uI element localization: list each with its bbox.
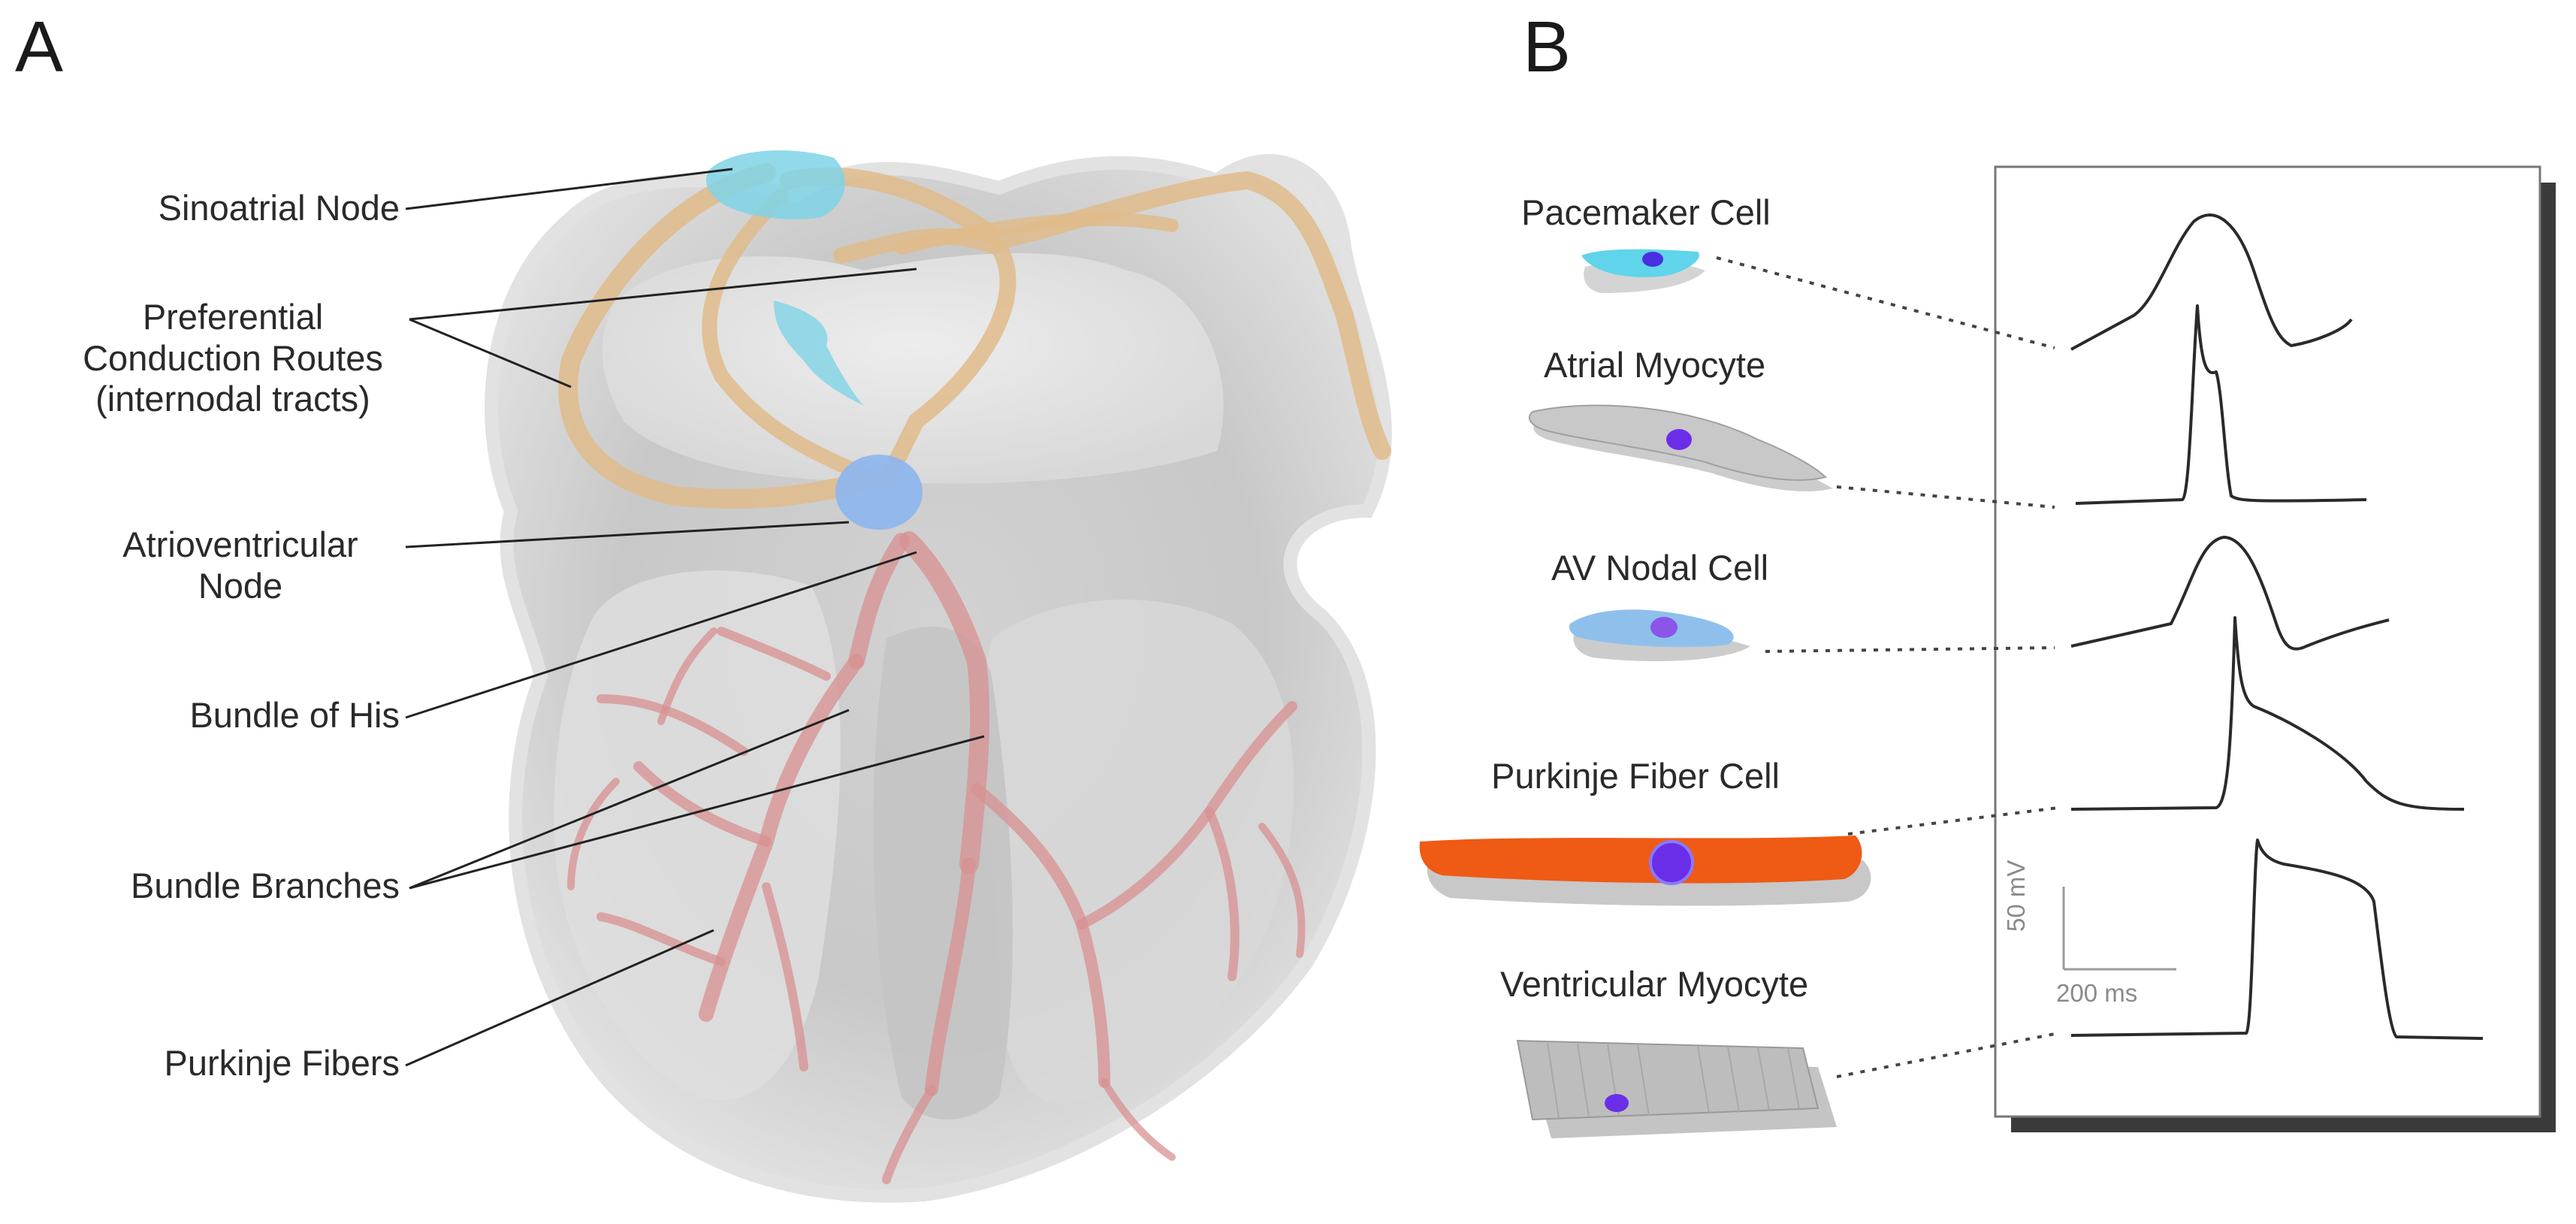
ventricular-cell bbox=[1516, 1039, 1837, 1138]
label-bundle-of-his: Bundle of His bbox=[189, 695, 400, 735]
sa-extension-shape bbox=[774, 301, 864, 406]
label-preferential-routes: Preferential Conduction Routes (internod… bbox=[60, 297, 406, 420]
purkinje-cell bbox=[1419, 836, 1871, 906]
av-node-shape bbox=[835, 455, 923, 530]
trace-pacemaker bbox=[2070, 213, 2353, 351]
label-atrial-myocyte: Atrial Myocyte bbox=[1544, 345, 1766, 385]
panel-letter-a: A bbox=[15, 7, 64, 87]
atrial-cavity bbox=[602, 252, 1224, 484]
label-bundle-branches: Bundle Branches bbox=[131, 866, 400, 905]
label-ventricular-myocyte: Ventricular Myocyte bbox=[1500, 964, 1809, 1004]
action-potential-traces bbox=[2070, 213, 2484, 1040]
his-purkinje-network bbox=[567, 531, 1306, 1184]
label-sinoatrial-node: Sinoatrial Node bbox=[158, 188, 400, 228]
trace-purkinje bbox=[2070, 616, 2465, 811]
atrial-cell bbox=[1528, 404, 1833, 491]
sa-node-shape bbox=[706, 150, 845, 219]
av-nodal-cell bbox=[1569, 609, 1750, 661]
label-preferential-line-3: (internodal tracts) bbox=[95, 379, 370, 419]
scale-time-label: 200 ms bbox=[2056, 979, 2138, 1007]
label-av-node-line-1: Atrioventricular bbox=[122, 524, 358, 564]
label-av-nodal-cell: AV Nodal Cell bbox=[1551, 548, 1769, 588]
label-preferential-line-2: Conduction Routes bbox=[83, 337, 383, 378]
trace-atrial bbox=[2075, 304, 2367, 505]
label-av-node: Atrioventricular Node bbox=[75, 524, 406, 606]
panel-a-leaders bbox=[405, 168, 985, 1067]
ventricle-right-chamber bbox=[983, 599, 1294, 1105]
panel-letter-b: B bbox=[1523, 7, 1572, 87]
label-purkinje-fibers: Purkinje Fibers bbox=[164, 1043, 400, 1083]
pacemaker-cell bbox=[1581, 249, 1705, 293]
label-purkinje-fiber-cell: Purkinje Fiber Cell bbox=[1491, 756, 1780, 796]
label-preferential-line-1: Preferential bbox=[142, 297, 324, 337]
trace-ventricular bbox=[2070, 839, 2484, 1040]
trace-av-nodal bbox=[2070, 536, 2390, 651]
scale-bar bbox=[2062, 887, 2176, 971]
cell-trace-connectors bbox=[1716, 256, 2059, 1078]
label-av-node-line-2: Node bbox=[198, 565, 283, 606]
scale-voltage-label: 50 mV bbox=[2002, 860, 2030, 932]
label-pacemaker-cell: Pacemaker Cell bbox=[1521, 192, 1771, 232]
internodal-tracts bbox=[558, 163, 1391, 509]
